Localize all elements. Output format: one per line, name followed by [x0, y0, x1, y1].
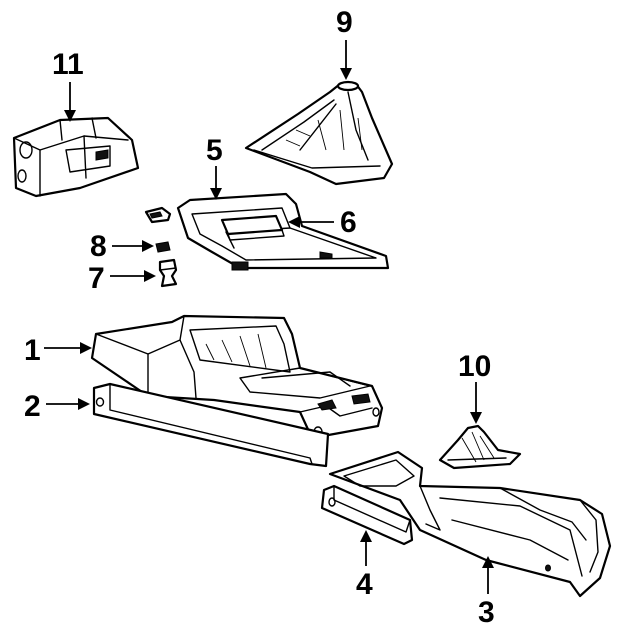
arrow-1: [80, 342, 92, 354]
arrow-10: [470, 412, 482, 424]
arrow-2: [78, 398, 90, 410]
arrow-5: [210, 188, 222, 200]
arrow-4: [360, 530, 372, 542]
arrow-3: [482, 556, 494, 568]
arrow-6: [288, 216, 300, 228]
callout-6: 6: [340, 206, 357, 239]
part-3-tunnel: [328, 450, 612, 598]
callout-10: 10: [458, 350, 491, 383]
arrow-11: [64, 110, 76, 122]
callout-11: 11: [52, 48, 84, 81]
callout-1: 1: [24, 334, 41, 367]
callout-8: 8: [90, 230, 107, 263]
callout-labels: 11 9 5 6 8 7 1 2 10 4 3: [24, 6, 495, 629]
part-8-clip: [155, 241, 171, 253]
callout-9: 9: [336, 6, 353, 39]
retainer-clip: [144, 206, 172, 224]
callout-3: 3: [478, 596, 495, 629]
part-11-bracket: [12, 116, 140, 198]
part-9-shift-boot: [244, 80, 394, 186]
callout-4: 4: [356, 568, 373, 601]
callout-2: 2: [24, 390, 41, 423]
part-7-screw: [158, 258, 178, 288]
leader-lines: [44, 40, 494, 594]
arrow-7: [144, 270, 156, 282]
part-4-side-panel: [320, 484, 414, 546]
part-6-insert: [220, 214, 285, 241]
callout-7: 7: [88, 262, 105, 295]
part-2-trim-panel: [92, 382, 330, 468]
part-10-shift-boot: [438, 424, 522, 470]
arrow-8: [142, 240, 154, 252]
arrow-9: [340, 68, 352, 80]
callout-5: 5: [206, 134, 223, 167]
part-1-console: [90, 314, 384, 440]
